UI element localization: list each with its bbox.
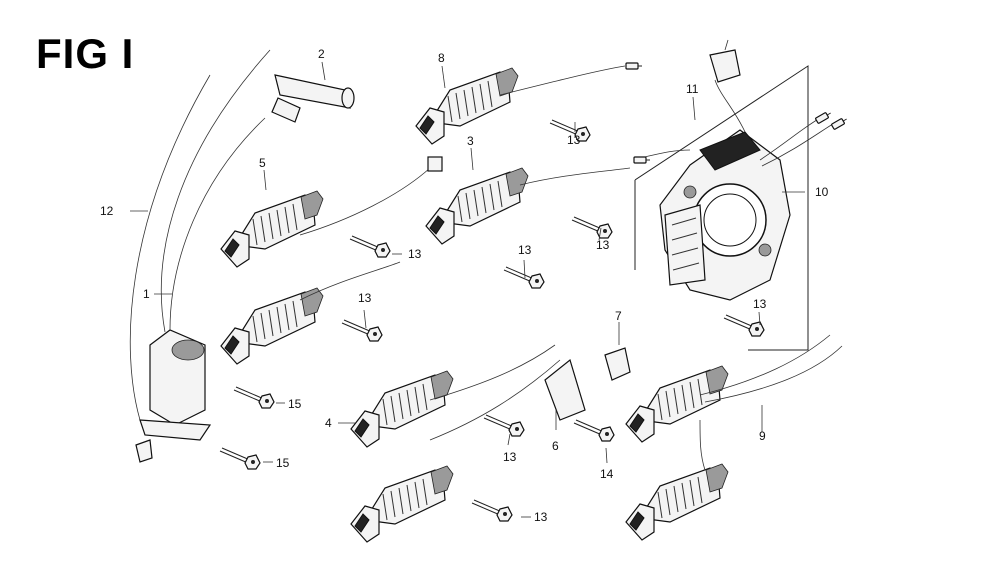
callout-13-c: 13 [596, 238, 610, 252]
coil-9-lower [625, 463, 729, 541]
callout-4: 4 [325, 416, 332, 430]
callout-13-f: 13 [503, 450, 517, 464]
coil-8 [415, 67, 519, 145]
callout-15-b: 15 [276, 456, 290, 470]
callout-10: 10 [815, 185, 829, 199]
figure-title: FIG I [36, 30, 135, 77]
coil-4 [350, 370, 454, 448]
bracket-6 [544, 358, 586, 421]
coil-5 [220, 190, 324, 268]
callout-3: 3 [467, 134, 474, 148]
coil-left-lower [220, 287, 324, 365]
coil-9-upper [625, 365, 729, 443]
callout-13-e: 13 [518, 243, 532, 257]
clip-7 [604, 347, 631, 381]
coil-3 [425, 167, 529, 245]
callout-13-h: 13 [753, 297, 767, 311]
callout-14: 14 [600, 467, 614, 481]
callout-7: 7 [615, 309, 622, 323]
stator-assembly [633, 39, 849, 351]
callout-13-b: 13 [408, 247, 422, 261]
callout-13-d: 13 [358, 291, 372, 305]
ignition-coil-1 [129, 49, 271, 463]
callout-2: 2 [318, 47, 325, 61]
coil-bottom [350, 465, 454, 543]
callout-13-a: 13 [567, 133, 581, 147]
spark-plug-cap-2 [271, 74, 355, 123]
callout-13-g: 13 [534, 510, 548, 524]
callout-9: 9 [759, 429, 766, 443]
callout-6: 6 [552, 439, 559, 453]
callout-1: 1 [143, 287, 150, 301]
callout-12: 12 [100, 204, 114, 218]
callout-11: 11 [686, 82, 699, 96]
callout-8: 8 [438, 51, 445, 65]
callout-15-a: 15 [288, 397, 302, 411]
callout-5: 5 [259, 156, 266, 170]
